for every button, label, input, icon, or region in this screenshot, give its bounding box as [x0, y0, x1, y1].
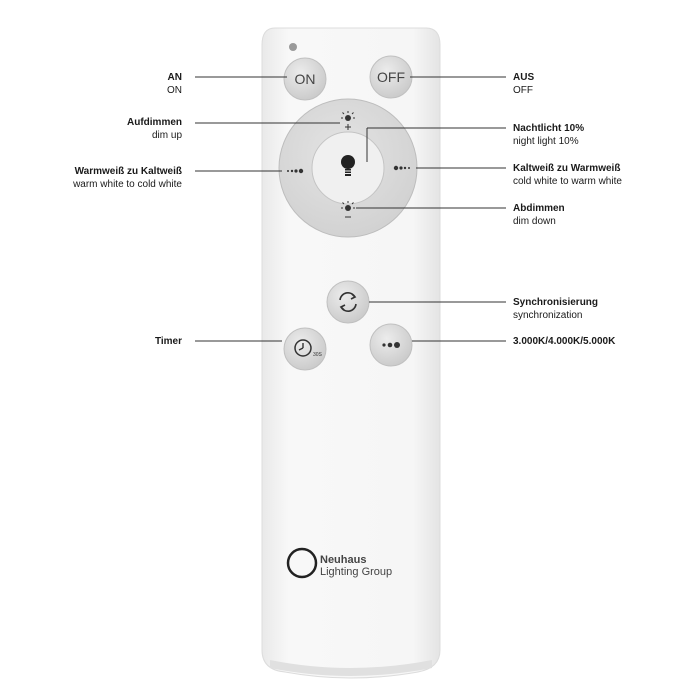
label-cold-to-warm: Kaltweiß zu Warmweiß cold white to warm …: [513, 162, 622, 188]
off-button-label: OFF: [377, 69, 405, 85]
label-night-light: Nachtlicht 10% night light 10%: [513, 122, 584, 148]
on-button-label: ON: [295, 71, 316, 87]
label-dim-up-en: dim up: [151, 130, 182, 141]
label-dim-up-de: Aufdimmen: [127, 117, 182, 128]
label-sync: Synchronisierung synchronization: [513, 296, 598, 322]
label-night-light-de: Nachtlicht 10%: [513, 123, 585, 134]
label-cold-to-warm-en: cold white to warm white: [513, 176, 622, 187]
on-button[interactable]: ON: [283, 57, 327, 101]
label-dim-up: Aufdimmen dim up: [127, 116, 182, 142]
sun-minus-icon: [341, 201, 355, 218]
label-warm-to-cold-de: Warmweiß zu Kaltweiß: [74, 166, 182, 177]
label-warm-to-cold-en: warm white to cold white: [73, 179, 182, 190]
bulb-icon: [341, 155, 355, 176]
label-on-en: ON: [167, 85, 182, 96]
timer-button[interactable]: 30S: [283, 327, 327, 371]
sync-icon: [339, 292, 357, 312]
label-timer: Timer: [155, 335, 182, 348]
label-on-de: AN: [167, 72, 182, 83]
label-color-temp: 3.000K/4.000K/5.000K: [513, 335, 615, 348]
dots-warm-icon: [287, 168, 304, 174]
label-dim-down-en: dim down: [513, 216, 556, 227]
power-led-icon: [289, 43, 297, 51]
label-on: AN ON: [167, 71, 182, 97]
label-off: AUS OFF: [513, 71, 534, 97]
label-timer-de: Timer: [154, 336, 182, 347]
dots-cold-icon: [393, 165, 410, 171]
three-dots-icon: [382, 342, 400, 348]
label-warm-to-cold: Warmweiß zu Kaltweiß warm white to cold …: [73, 165, 182, 191]
label-off-de: AUS: [513, 72, 535, 83]
callout-lines: [195, 76, 506, 342]
brand-circle-logo: [286, 547, 318, 579]
label-cold-to-warm-de: Kaltweiß zu Warmweiß: [513, 163, 621, 174]
label-sync-de: Synchronisierung: [513, 297, 599, 308]
brand-line2: Lighting Group: [320, 566, 393, 578]
color-temp-button[interactable]: [369, 323, 413, 367]
sync-button[interactable]: [326, 280, 370, 324]
label-off-en: OFF: [513, 85, 533, 96]
remote-bottom-edge: [270, 660, 432, 676]
timer-icon: 30S: [294, 339, 323, 358]
brand-wordmark: Neuhaus Lighting Group: [320, 554, 392, 578]
off-button[interactable]: OFF: [369, 55, 413, 99]
label-sync-en: synchronization: [513, 310, 583, 321]
sun-plus-icon: [341, 111, 355, 130]
label-color-temp-de: 3.000K/4.000K/5.000K: [513, 336, 616, 347]
label-dim-down: Abdimmen dim down: [513, 202, 565, 228]
brand-line1: Neuhaus: [320, 554, 367, 566]
label-dim-down-de: Abdimmen: [513, 203, 565, 214]
label-night-light-en: night light 10%: [513, 136, 579, 147]
timer-sub-label: 30S: [313, 352, 323, 358]
